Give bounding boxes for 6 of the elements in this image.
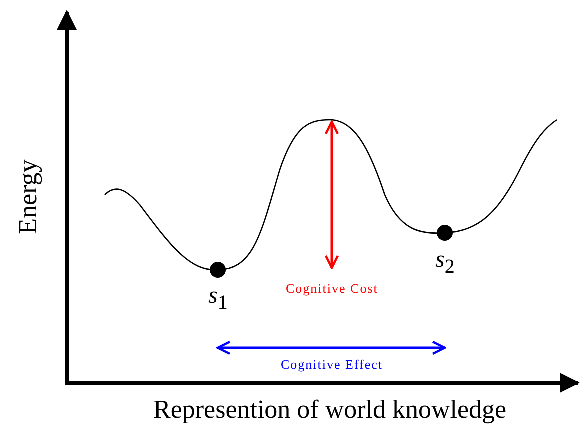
state-label: s$_{1}$ [208, 284, 228, 312]
state-label: s$_{2}$ [436, 248, 455, 276]
dimension-label: Cognitive Effect [281, 358, 384, 370]
axis-title: Represention of world knowledge [154, 397, 507, 423]
dimension-label: Cognitive Cost [286, 282, 378, 294]
axis-title: Energy [14, 160, 41, 234]
